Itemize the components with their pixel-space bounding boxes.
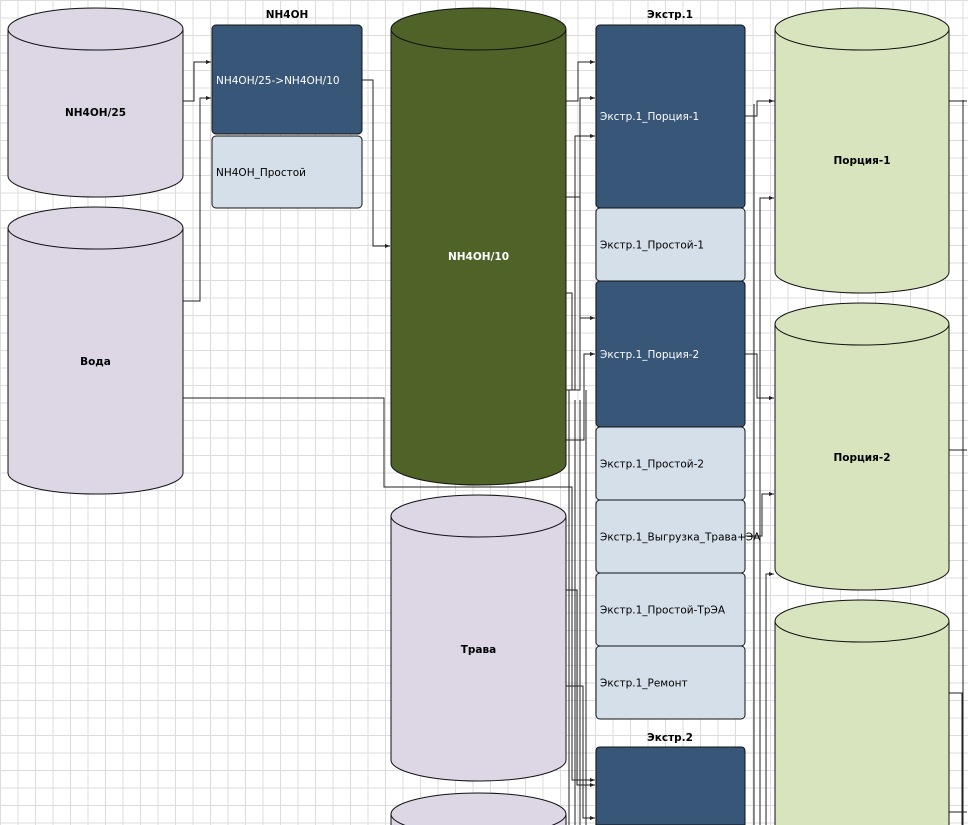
operation-box-extr1-2[interactable]: Экстр.1_Порция-2: [595, 280, 746, 428]
operation-box-extr1-1[interactable]: Экстр.1_Простой-1: [595, 207, 746, 282]
tank-nh4oh10[interactable]: NH4OH/10: [390, 7, 567, 486]
connector: [745, 353, 774, 400]
tank-label: Вода: [80, 356, 111, 368]
operation-label: Экстр.1_Простой-2: [600, 459, 704, 471]
operation-box-extr1-4[interactable]: Экстр.1_Выгрузка_Трава+ЭА: [595, 499, 761, 574]
operation-label: Экстр.1_Выгрузка_Трава+ЭА: [600, 532, 761, 544]
connector: [566, 60, 595, 102]
operation-label: Экстр.1_Порция-1: [600, 111, 699, 123]
connector: [566, 134, 595, 391]
tank-grass[interactable]: Трава: [390, 494, 567, 782]
operation-box-extr2-1[interactable]: [595, 746, 746, 825]
operations: NH4OH/25->NH4OH/10NH4OH_ПростойЭкстр.1_П…: [211, 24, 761, 720]
connector: [183, 397, 595, 782]
connector: [362, 79, 390, 248]
operation-box-extr1-3[interactable]: Экстр.1_Простой-2: [595, 426, 746, 501]
group-title-nh4oh: NH4OH: [266, 9, 309, 21]
connector: [183, 60, 211, 102]
connector: [183, 96, 211, 302]
operation-label: NH4OH/25->NH4OH/10: [216, 75, 340, 87]
operation-label: Экстр.1_Простой-ТрЭА: [600, 605, 726, 617]
operation-label: Экстр.1_Простой-1: [600, 240, 704, 252]
group-title-extr2: Экстр.2: [647, 732, 693, 744]
operation-box-extr1-5[interactable]: Экстр.1_Простой-ТрЭА: [595, 572, 746, 647]
connector: [759, 196, 774, 825]
tank-portion1[interactable]: Порция-1: [774, 7, 950, 294]
operation-box-nh4oh-0[interactable]: NH4OH/25->NH4OH/10: [211, 24, 363, 135]
connector: [568, 390, 587, 825]
connector: [566, 96, 595, 391]
group-title-extr1: Экстр.1: [647, 9, 693, 21]
operation-label: Экстр.1_Ремонт: [600, 678, 688, 690]
tank-label: Порция-2: [833, 452, 890, 464]
tank-label: Порция-1: [833, 155, 890, 167]
tank-label: NH4OH/10: [448, 251, 509, 263]
tank-label: NH4OH/25: [65, 107, 126, 119]
operation-label: Экстр.1_Порция-2: [600, 349, 699, 361]
operation-label: NH4OH_Простой: [216, 167, 306, 179]
tank-portion2[interactable]: Порция-2: [774, 302, 950, 591]
tank-nh4oh25[interactable]: NH4OH/25: [7, 7, 184, 198]
tank-label: Трава: [461, 644, 497, 656]
operation-box-extr1-0[interactable]: Экстр.1_Порция-1: [595, 24, 746, 209]
connector: [765, 572, 774, 825]
operation-box-extr1-6[interactable]: Экстр.1_Ремонт: [595, 645, 746, 720]
tank-water[interactable]: Вода: [7, 206, 184, 495]
operation-box-nh4oh-1[interactable]: NH4OH_Простой: [211, 135, 363, 209]
tank-unlabeled[interactable]: [390, 792, 567, 825]
tank-unlabeled[interactable]: [774, 599, 950, 825]
connector: [745, 99, 774, 117]
